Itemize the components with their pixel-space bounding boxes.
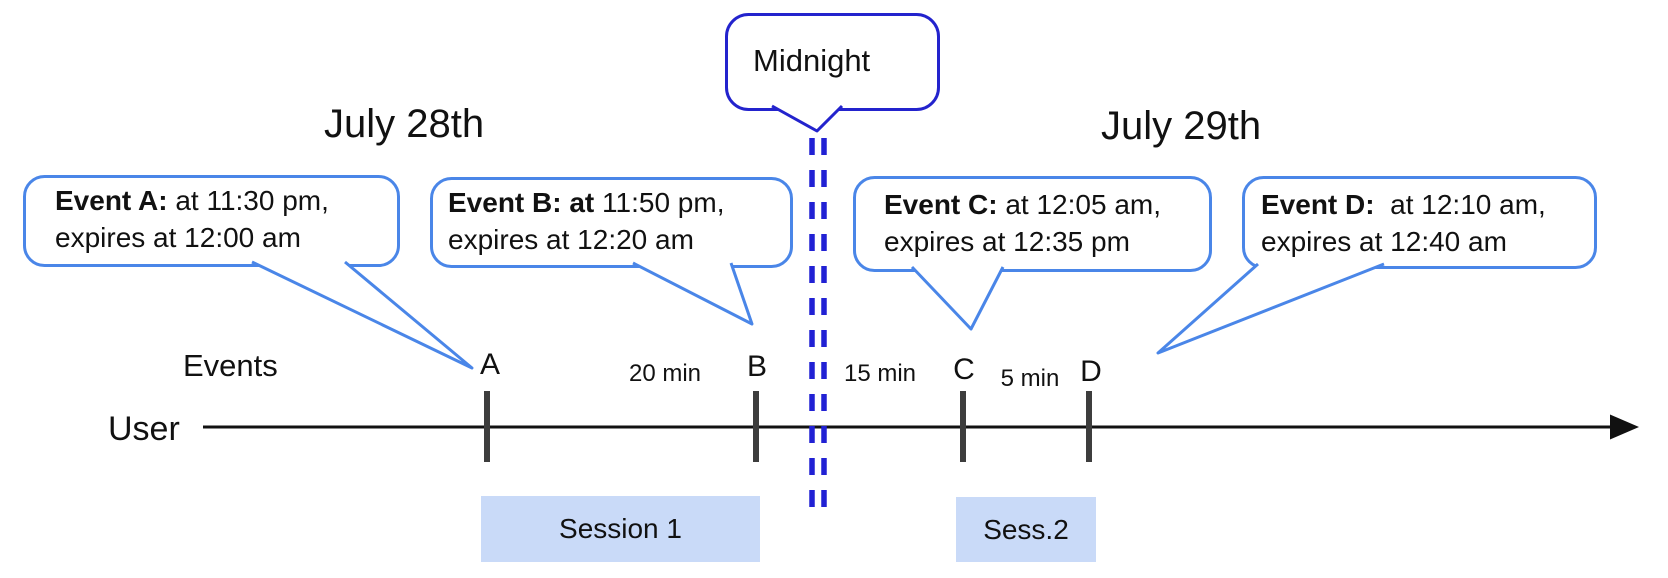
event-b-callout-text: Event B: at 11:50 pm, expires at 12:20 a… [448,184,724,258]
interval-label-15min: 15 min [843,360,917,387]
date-july-28: July 28th [324,102,485,146]
midnight-callout-tail [771,104,844,133]
tick-label-a: A [479,348,501,381]
event-a-line2: expires at 12:00 am [55,222,301,253]
event-d-callout-tail [1156,262,1385,355]
date-july-29: July 29th [1101,104,1262,148]
event-d-callout-shape [1242,176,1597,269]
user-axis-label: User [108,410,180,448]
session-2-label: Sess.2 [983,513,1069,545]
tick-b [753,391,759,462]
interval-label-5min: 5 min [1000,365,1060,392]
midnight-callout-label: Midnight [753,43,871,78]
timeline-arrowhead-icon [1610,414,1639,440]
event-a-callout-shape [23,175,400,267]
event-a-callout-tail [251,260,474,370]
event-c-callout-text: Event C: at 12:05 am, expires at 12:35 p… [884,186,1161,260]
tick-label-b: B [746,350,768,383]
event-b-callout-tail [632,261,754,326]
event-c-line2: expires at 12:35 pm [884,226,1130,257]
tick-label-d: D [1080,355,1102,388]
event-c-callout-tail [910,265,1005,331]
tick-a [484,391,490,462]
event-a-callout-text: Event A: at 11:30 pm, expires at 12:00 a… [55,182,329,256]
events-row-label: Events [183,348,278,383]
event-d-line1: Event D: at 12:10 am, [1261,189,1546,220]
event-d-callout-text: Event D: at 12:10 am, expires at 12:40 a… [1261,186,1546,260]
event-c-line1: Event C: at 12:05 am, [884,189,1162,220]
session-1-box: Session 1 [481,496,760,562]
event-d-line2: expires at 12:40 am [1261,226,1507,257]
event-b-line2: expires at 12:20 am [448,224,694,255]
tick-c [960,391,966,462]
tick-label-c: C [953,353,975,386]
session-1-label: Session 1 [559,513,682,544]
event-b-line1: Event B: at 11:50 pm, [448,187,725,218]
event-b-callout-shape [430,177,793,268]
event-a-line1: Event A: at 11:30 pm, [55,185,329,216]
session-2-box: Sess.2 [956,497,1096,562]
tick-d [1086,391,1092,462]
interval-label-20min: 20 min [628,360,702,387]
event-c-callout-shape [853,176,1212,272]
